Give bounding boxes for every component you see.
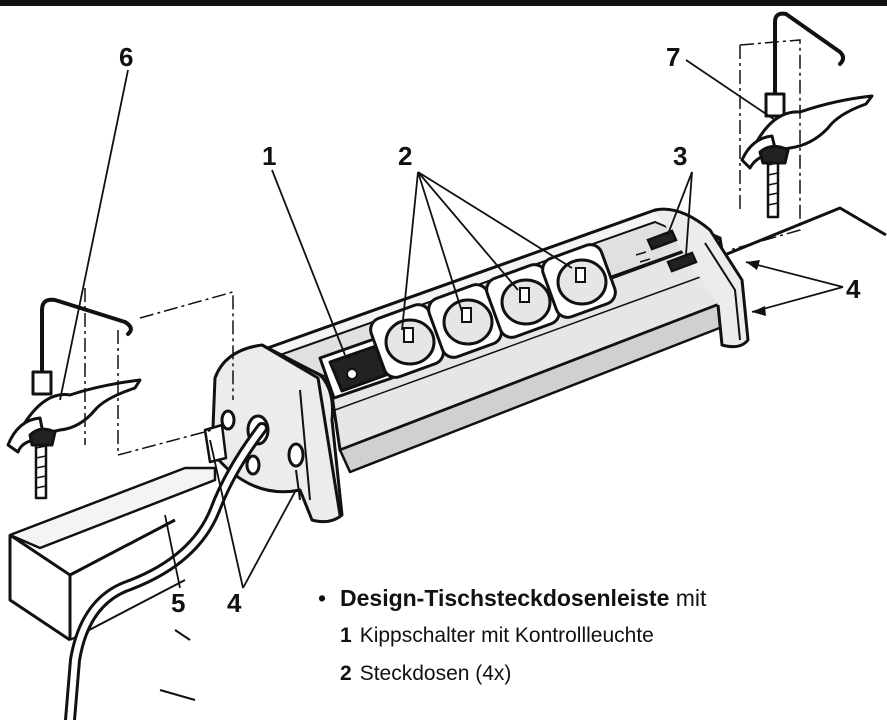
legend-title-suffix: mit: [669, 585, 707, 611]
legend: • Design-Tischsteckdosenleiste mit 1 Kipps…: [318, 583, 706, 697]
legend-item-number: 2: [340, 662, 352, 685]
sockets: [369, 243, 617, 379]
power-cable: [64, 422, 268, 720]
socket-4: [541, 243, 617, 319]
arrow-heads: [746, 260, 766, 316]
callout-7: 7: [666, 42, 680, 72]
rocker-switch: [318, 335, 394, 400]
assembly-guides: [84, 39, 801, 456]
left-table-clamp: [6, 297, 142, 500]
legend-item: 1 Kippschalter mit Kontrollleuchte: [318, 613, 706, 659]
socket-2: [427, 283, 503, 359]
leader-lines: [59, 59, 844, 589]
callout-5: 5: [171, 588, 185, 618]
power-strip: [203, 207, 750, 524]
legend-title: • Design-Tischsteckdosenleiste mit: [318, 583, 706, 613]
callout-1: 1: [262, 141, 276, 171]
callout-4-right: 4: [846, 274, 861, 304]
callout-6: 6: [119, 42, 133, 72]
usb-ports: [635, 229, 698, 273]
legend-product-name: Design-Tischsteckdosenleiste: [340, 585, 670, 611]
callout-2: 2: [398, 141, 412, 171]
socket-1: [369, 303, 445, 379]
right-table-clamp: [740, 11, 874, 219]
legend-item-number: 1: [340, 624, 352, 647]
socket-3: [485, 263, 561, 339]
right-end-cap: [654, 207, 750, 349]
legend-item: 2 Steckdosen (4x): [318, 651, 706, 697]
top-border: [0, 0, 887, 6]
callout-4-bottom: 4: [227, 588, 242, 618]
callout-3: 3: [673, 141, 687, 171]
left-end-cap: [210, 343, 344, 524]
legend-bullet: •: [318, 585, 327, 611]
legend-item-text: Kippschalter mit Kontrollleuchte: [359, 624, 654, 647]
legend-item-text: Steckdosen (4x): [359, 662, 512, 685]
